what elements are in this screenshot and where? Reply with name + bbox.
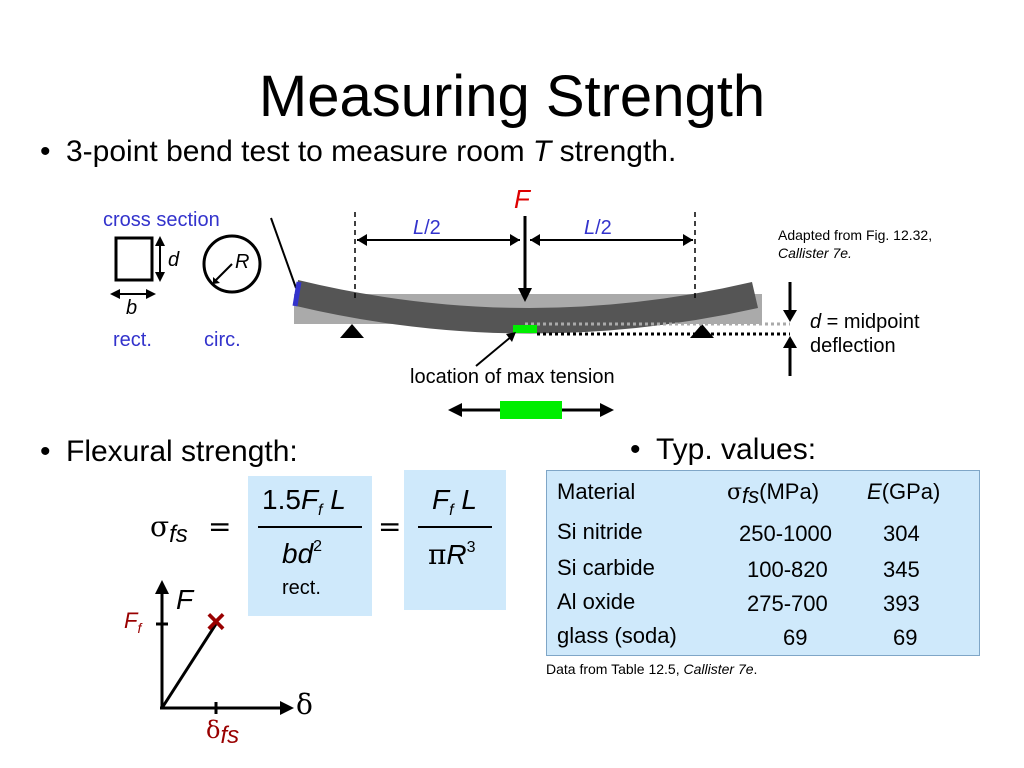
adapted-from-credit: Adapted from Fig. 12.32, Callister 7e. bbox=[778, 227, 933, 261]
deformed-beam bbox=[296, 280, 758, 334]
row-modulus-1: 345 bbox=[883, 557, 920, 582]
header-strength: σfs(MPa) bbox=[727, 479, 820, 508]
typical-values-table: Material σfs(MPa) E(GPa) Si nitride 250-… bbox=[546, 470, 980, 656]
row-material-0: Si nitride bbox=[557, 519, 643, 544]
circ-cross-section bbox=[202, 234, 262, 294]
radius-line bbox=[215, 263, 233, 281]
row-material-2: Al oxide bbox=[557, 589, 636, 614]
row-material-3: glass (soda) bbox=[557, 623, 677, 648]
fracture-deflection-label: δfs bbox=[206, 716, 240, 749]
rect-denominator: bd2 bbox=[282, 538, 323, 569]
right-support bbox=[690, 324, 714, 338]
d-label: d bbox=[168, 249, 180, 271]
rect-numerator: 1.5Ff L bbox=[262, 484, 346, 519]
force-label: F bbox=[514, 184, 530, 214]
rect-label: rect. bbox=[113, 329, 152, 351]
row-modulus-0: 304 bbox=[883, 521, 920, 546]
row-strength-3: 69 bbox=[783, 625, 808, 650]
page-title: Measuring Strength bbox=[258, 64, 766, 129]
circ-formula-box: Ff L πR3 bbox=[404, 470, 506, 610]
tension-bar bbox=[500, 401, 562, 419]
midpoint-deflection-label: d = midpoint deflection bbox=[810, 311, 920, 357]
fracture-force-label: Ff bbox=[124, 608, 142, 636]
b-label: b bbox=[126, 297, 138, 319]
left-support bbox=[340, 324, 364, 338]
right-half-span-label: L/2 bbox=[584, 217, 612, 239]
graph-force-label: F bbox=[176, 584, 194, 615]
beam-end-face bbox=[292, 281, 302, 307]
fracture-mark-icon: × bbox=[206, 603, 226, 641]
R-label: R bbox=[235, 251, 250, 273]
pointer-line bbox=[270, 217, 297, 289]
row-modulus-3: 69 bbox=[893, 625, 918, 650]
formula-lhs: σfs bbox=[150, 510, 188, 548]
rect-cross-section bbox=[114, 236, 154, 282]
left-half-span-label: L/2 bbox=[413, 217, 441, 239]
row-strength-1: 100-820 bbox=[747, 557, 828, 582]
graph-deflection-label: δ bbox=[296, 688, 313, 721]
max-tension-label: location of max tension bbox=[410, 366, 615, 388]
max-tension-spot bbox=[513, 325, 537, 333]
row-strength-0: 250-1000 bbox=[739, 521, 832, 546]
header-modulus: E(GPa) bbox=[867, 479, 941, 504]
bullet-typical-values: •Typ. values: bbox=[630, 433, 817, 466]
bullet-text-post: strength. bbox=[551, 135, 677, 168]
load-curve bbox=[160, 623, 218, 709]
header-material: Material bbox=[557, 479, 636, 504]
circ-label: circ. bbox=[204, 329, 241, 351]
circ-denominator: πR3 bbox=[428, 538, 476, 571]
bullet-dot: • bbox=[40, 135, 51, 168]
rect-formula-label: rect. bbox=[282, 577, 321, 599]
cross-section-label: cross section bbox=[103, 209, 220, 231]
bullet-bend-test: • 3-point bend test to measure room T str… bbox=[40, 134, 676, 170]
row-strength-2: 275-700 bbox=[747, 591, 828, 616]
temperature-symbol: T bbox=[532, 135, 552, 168]
tension-pointer bbox=[475, 335, 513, 367]
equals-1: = bbox=[208, 510, 232, 543]
equals-2: = bbox=[378, 510, 402, 543]
rect-formula-box: 1.5Ff L bd2 rect. bbox=[248, 476, 372, 616]
bullet-flexural-strength: •Flexural strength: bbox=[40, 435, 298, 468]
circ-numerator: Ff L bbox=[432, 484, 477, 519]
row-modulus-2: 393 bbox=[883, 591, 920, 616]
table-source-credit: Data from Table 12.5, Callister 7e. bbox=[546, 661, 758, 677]
row-material-1: Si carbide bbox=[557, 555, 655, 580]
bullet-text-pre: 3-point bend test to measure room bbox=[66, 135, 533, 168]
